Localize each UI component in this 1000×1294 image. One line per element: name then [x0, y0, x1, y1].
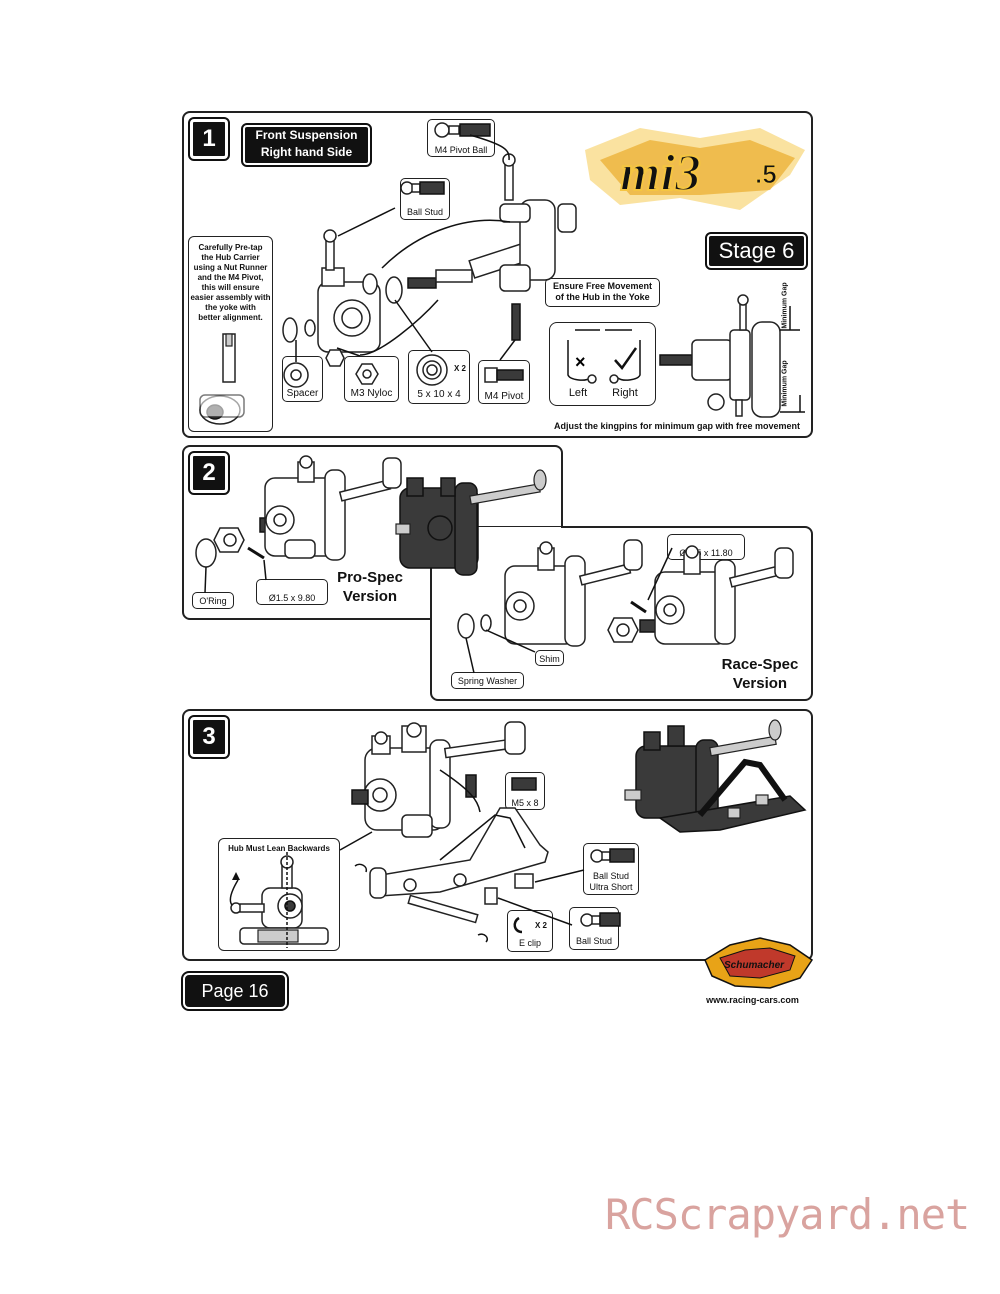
shim-label: Shim	[535, 650, 564, 666]
ball-stud-step3-label: Ball Stud	[569, 907, 619, 950]
website-url: www.racing-cars.com	[706, 995, 799, 1005]
step1-title-line2: Right hand Side	[260, 145, 353, 159]
eclip-qty: X 2	[534, 921, 547, 930]
step1-title: Front Suspension Right hand Side	[241, 123, 372, 167]
step1-number: 1	[188, 117, 230, 161]
pin-pro-label: Ø1.5 x 9.80	[256, 579, 328, 605]
stage-badge: Stage 6	[705, 232, 808, 270]
bearing-qty: X 2	[453, 364, 466, 373]
watermark: RCScrapyard.net	[605, 1190, 970, 1239]
min-gap-top: Minimum Gap	[781, 282, 789, 329]
eclip-label: E clip	[507, 910, 553, 952]
page-number: Page 16	[181, 971, 289, 1011]
hub-lean-box	[218, 838, 340, 951]
m4-pivot-ball-label: M4 Pivot Ball	[427, 119, 495, 157]
svg-text:Schumacher: Schumacher	[724, 960, 785, 971]
spacer-label: Spacer	[282, 356, 323, 402]
left-label: Left	[568, 387, 588, 399]
adjust-kingpins-note: Adjust the kingpins for minimum gap with…	[553, 421, 800, 431]
ball-stud-label: Ball Stud	[400, 178, 450, 220]
step2-panel-join	[432, 527, 561, 619]
step1-title-line1: Front Suspension	[255, 128, 358, 142]
min-gap-bottom: Minimum Gap	[781, 360, 789, 407]
m5-label: M5 x 8	[505, 772, 545, 810]
bearing-label: 5 x 10 x 4	[408, 350, 470, 404]
m3-nyloc-label: M3 Nyloc	[344, 356, 399, 402]
m4-pivot-label: M4 Pivot	[478, 360, 530, 404]
step2-number: 2	[188, 451, 230, 495]
hub-lean-text: Hub Must Lean Backwards	[228, 844, 330, 853]
spring-washer-label: Spring Washer	[451, 672, 524, 689]
oring-label: O'Ring	[192, 592, 234, 609]
right-label: Right	[612, 387, 638, 399]
step3-number: 3	[188, 715, 230, 759]
pin-race-label: Ø 1.5 x 11.80	[667, 534, 745, 560]
